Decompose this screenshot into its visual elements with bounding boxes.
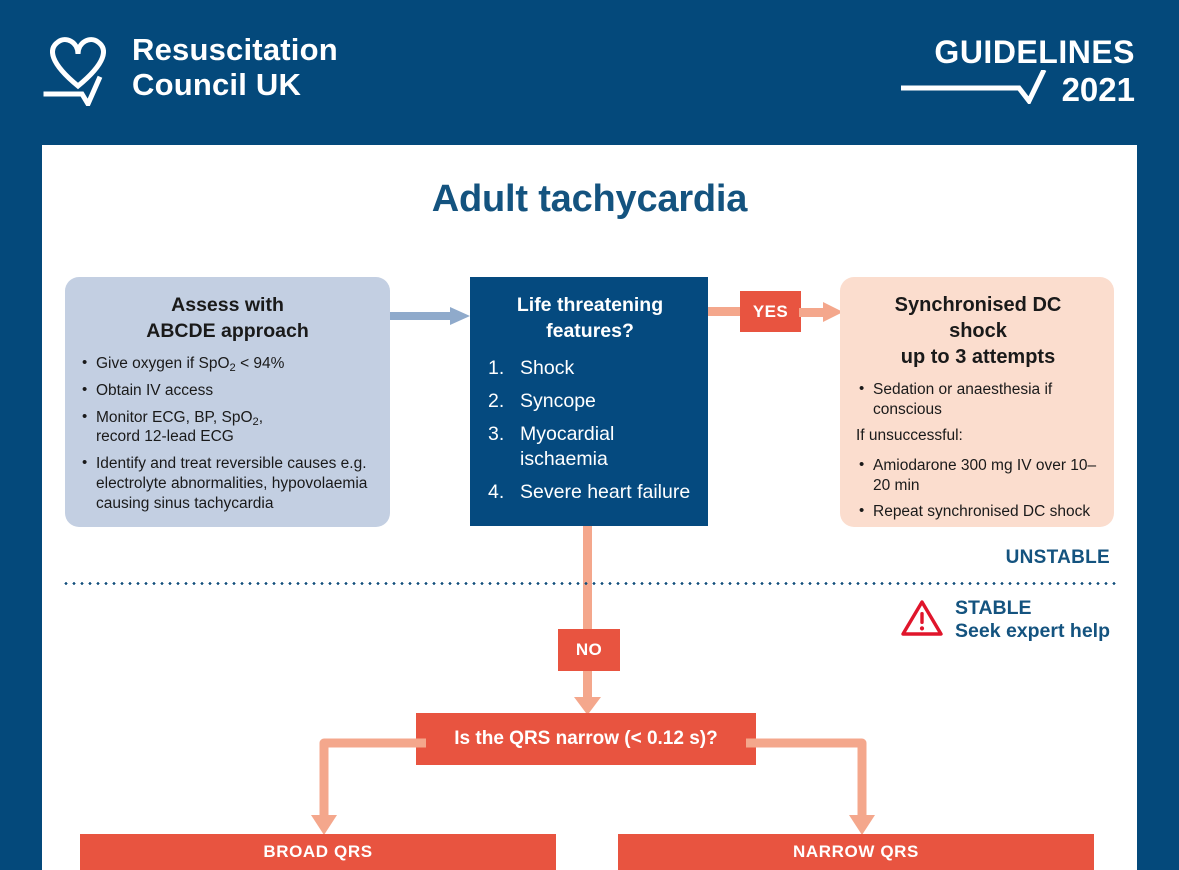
list-item: Amiodarone 300 mg IV over 10–20 min xyxy=(856,455,1100,495)
qrs-question-label: Is the QRS narrow (< 0.12 s)? xyxy=(454,728,718,749)
list-item: Give oxygen if SpO2 < 94% xyxy=(79,353,376,374)
checkmark-underline-icon xyxy=(900,68,1061,109)
dc-shock-heading-line1: Synchronised DC xyxy=(894,294,1062,316)
broad-qrs-bar: BROAD QRS xyxy=(80,834,556,870)
stable-group: STABLE Seek expert help xyxy=(900,597,1110,644)
assess-abcde-box: Assess with ABCDE approach Give oxygen i… xyxy=(65,277,390,527)
page-header: Resuscitation Council UK GUIDELINES 2021 xyxy=(0,0,1179,145)
list-item: Repeat synchronised DC shock xyxy=(856,501,1100,522)
assess-heading-line2: ABCDE approach xyxy=(146,319,309,342)
qrs-question-box: Is the QRS narrow (< 0.12 s)? xyxy=(416,713,756,765)
list-item: Myocardial ischaemia xyxy=(488,422,615,471)
life-threatening-heading-line1: Life threatening xyxy=(516,294,664,316)
broad-qrs-label: BROAD QRS xyxy=(263,842,373,861)
dc-shock-box: Synchronised DC shock up to 3 attempts S… xyxy=(840,277,1114,527)
arrow-yes-to-dc xyxy=(799,302,843,327)
life-threatening-heading: Life threatening features? xyxy=(486,293,694,344)
dc-shock-bullet-list-bottom: Amiodarone 300 mg IV over 10–20 min Repe… xyxy=(856,455,1100,522)
stable-label: STABLE xyxy=(955,597,1032,619)
yes-badge: YES xyxy=(740,291,801,332)
org-name: Resuscitation Council UK xyxy=(132,33,338,102)
dc-shock-bullet-list-top: Sedation or anaesthesia if conscious xyxy=(856,379,1100,419)
assess-heading: Assess with ABCDE approach xyxy=(79,293,376,344)
dc-shock-heading: Synchronised DC shock up to 3 attempts xyxy=(856,292,1100,370)
stability-divider xyxy=(62,582,1120,585)
assess-bullet-list: Give oxygen if SpO2 < 94% Obtain IV acce… xyxy=(79,353,376,513)
narrow-qrs-label: NARROW QRS xyxy=(793,842,919,861)
life-threatening-heading-line2: features? xyxy=(546,319,634,342)
arrow-no-to-qrs xyxy=(574,671,601,720)
connector-life-to-yes xyxy=(708,307,742,316)
page-title: Adult tachycardia xyxy=(431,178,748,220)
dc-shock-heading-line2: shock xyxy=(949,320,1007,342)
org-name-line1: Resuscitation xyxy=(132,32,338,68)
guidelines-label: GUIDELINES xyxy=(934,34,1135,70)
life-threatening-box: Life threatening features? Shock Syncope… xyxy=(470,277,708,526)
list-item: Syncope xyxy=(488,389,596,414)
guidelines-year: 2021 xyxy=(1061,71,1135,108)
unstable-label: UNSTABLE xyxy=(1005,547,1110,568)
list-item: Monitor ECG, BP, SpO2,record 12-lead ECG xyxy=(79,407,376,447)
list-item: Shock xyxy=(488,356,575,381)
arrow-assess-to-life xyxy=(390,307,470,325)
life-threatening-list: Shock Syncope Myocardial ischaemia Sever… xyxy=(486,356,694,505)
rcuk-logo: Resuscitation Council UK xyxy=(42,30,338,110)
assess-heading-line1: Assess with xyxy=(171,294,284,316)
list-item: Severe heart failure xyxy=(488,480,691,505)
list-item: Sedation or anaesthesia if conscious xyxy=(856,379,1100,419)
no-badge: NO xyxy=(558,629,620,671)
connector-qrs-to-narrow xyxy=(746,731,876,846)
dc-shock-heading-line3: up to 3 attempts xyxy=(900,346,1056,368)
heart-ecg-icon xyxy=(42,30,114,110)
algorithm-card: Adult tachycardia Assess with ABCDE appr… xyxy=(42,145,1137,870)
stable-text: STABLE Seek expert help xyxy=(955,597,1110,644)
stable-sub-label: Seek expert help xyxy=(955,620,1110,643)
guidelines-badge: GUIDELINES 2021 xyxy=(900,34,1135,109)
connector-life-down xyxy=(583,526,592,630)
list-item: Identify and treat reversible causes e.g… xyxy=(79,453,376,513)
list-item: Obtain IV access xyxy=(79,380,376,401)
dc-shock-note: If unsuccessful: xyxy=(856,427,963,445)
warning-triangle-icon xyxy=(900,598,944,643)
org-name-line2: Council UK xyxy=(132,67,302,102)
connector-qrs-to-broad xyxy=(310,731,426,846)
narrow-qrs-bar: NARROW QRS xyxy=(618,834,1094,870)
